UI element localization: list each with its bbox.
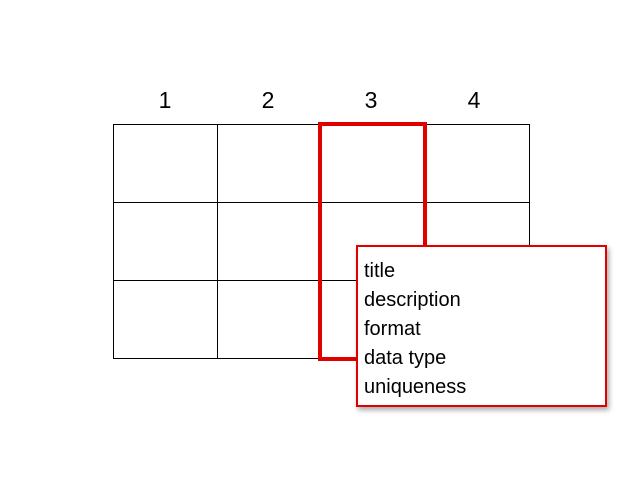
grid-cell[interactable] — [425, 124, 530, 203]
grid-cell[interactable] — [113, 124, 218, 203]
data-grid — [113, 124, 530, 359]
grid-cell[interactable] — [321, 124, 426, 203]
grid-row — [113, 124, 530, 203]
grid-cell[interactable] — [217, 124, 322, 203]
property-item-format[interactable]: format — [364, 318, 421, 340]
grid-cell[interactable] — [217, 202, 322, 281]
column-header-4[interactable]: 4 — [467, 87, 481, 113]
column-header-1[interactable]: 1 — [158, 87, 172, 113]
grid-cell[interactable] — [113, 280, 218, 359]
grid-cell[interactable] — [113, 202, 218, 281]
grid-cell[interactable] — [217, 280, 322, 359]
property-list: title description format data type uniqu… — [358, 247, 605, 402]
property-item-description[interactable]: description — [364, 289, 461, 311]
property-item-title[interactable]: title — [364, 260, 396, 282]
column-header-2[interactable]: 2 — [261, 87, 275, 113]
property-item-data-type[interactable]: data type — [364, 347, 447, 369]
property-item-uniqueness[interactable]: uniqueness — [364, 376, 467, 398]
column-header-3[interactable]: 3 — [364, 87, 378, 113]
column-properties-popup: title description format data type uniqu… — [356, 245, 607, 407]
